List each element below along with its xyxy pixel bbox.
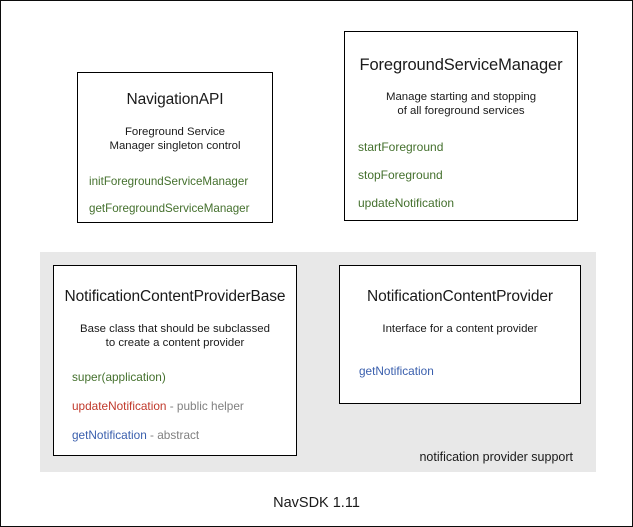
member-row[interactable]: stopForeground (358, 169, 577, 181)
member-row[interactable]: getNotification - abstract (72, 427, 296, 442)
member-name: initForegroundServiceManager (89, 174, 249, 188)
member-row[interactable]: updateNotification (358, 197, 577, 209)
class-description-line: to create a content provider (105, 337, 245, 350)
class-description-line: Manager singleton control (109, 140, 241, 153)
footer-version-label: NavSDK 1.11 (273, 495, 360, 511)
group-caption: notification provider support (419, 450, 573, 464)
class-description-line: of all foreground services (397, 105, 525, 118)
member-note: - public helper (166, 398, 244, 413)
member-row[interactable]: super(application) (72, 369, 296, 384)
class-description-line: Foreground Service (124, 126, 226, 138)
class-title: NotificationContentProvider (367, 288, 553, 305)
class-box-notification-content-provider-base[interactable]: NotificationContentProviderBase Base cla… (53, 265, 297, 456)
member-row[interactable]: getNotification (359, 366, 580, 378)
class-description: Manage starting and stopping of all fore… (345, 90, 577, 119)
class-description: Foreground Service Manager singleton con… (78, 125, 272, 154)
member-name: getNotification (72, 427, 147, 442)
member-list: initForegroundServiceManager getForegrou… (78, 176, 272, 214)
member-name: super(application) (72, 369, 166, 384)
member-list: startForeground stopForeground updateNot… (345, 141, 577, 209)
member-name: getNotification (359, 364, 434, 379)
class-box-notification-content-provider[interactable]: NotificationContentProvider Interface fo… (339, 265, 581, 404)
member-list: getNotification (340, 366, 580, 378)
member-row[interactable]: updateNotification - public helper (72, 398, 296, 413)
member-list: super(application) updateNotification - … (54, 369, 296, 442)
class-description-line: Base class that should be subclassed (80, 323, 270, 335)
member-row[interactable]: getForegroundServiceManager (89, 201, 272, 215)
member-row[interactable]: initForegroundServiceManager (89, 176, 272, 188)
class-description-line: Interface for a content provider (382, 323, 538, 335)
member-row[interactable]: startForeground (358, 141, 577, 153)
member-name: updateNotification (72, 398, 167, 413)
class-title: NotificationContentProviderBase (64, 288, 286, 305)
class-description: Interface for a content provider (340, 322, 580, 336)
class-description: Base class that should be subclassed to … (54, 322, 296, 351)
class-description-line: Manage starting and stopping (385, 91, 537, 103)
class-box-foreground-service-manager[interactable]: ForegroundServiceManager Manage starting… (344, 31, 578, 221)
member-name: getForegroundServiceManager (89, 201, 250, 215)
class-title: NavigationAPI (126, 91, 224, 108)
class-title: ForegroundServiceManager (359, 56, 563, 74)
member-name: startForeground (358, 139, 444, 154)
class-box-navigation-api[interactable]: NavigationAPI Foreground Service Manager… (77, 72, 273, 223)
member-name: updateNotification (358, 195, 455, 210)
member-note: - abstract (146, 427, 200, 442)
member-name: stopForeground (358, 167, 443, 182)
